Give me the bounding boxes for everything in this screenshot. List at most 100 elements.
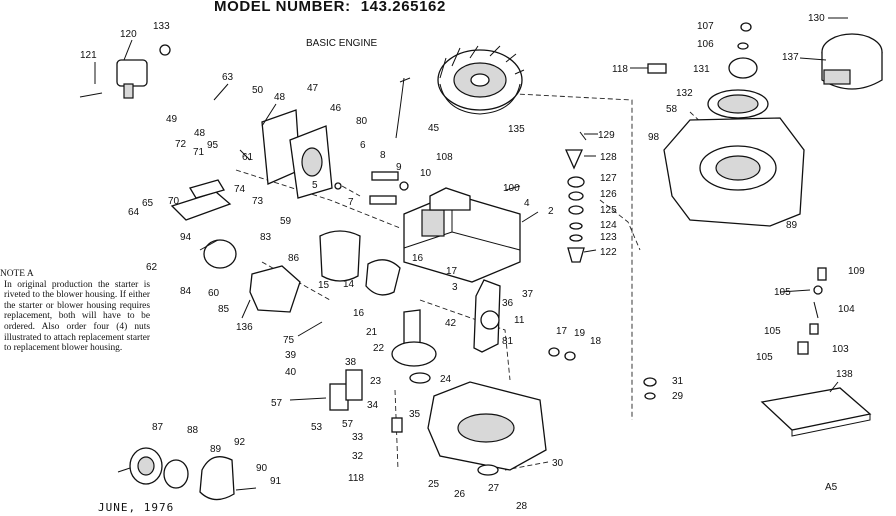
part-number-label: 72 <box>175 139 187 150</box>
leader-lines <box>94 17 848 473</box>
manual-booklet-part <box>760 387 872 437</box>
model-number-header: MODEL NUMBER: 143.265162 <box>214 0 446 15</box>
flywheel-part <box>437 45 525 115</box>
part-number-label: 64 <box>128 207 140 218</box>
part-number-label: 95 <box>207 140 219 151</box>
note-heading: NOTE A <box>0 269 34 279</box>
part-number-label: 58 <box>666 104 678 115</box>
part-number-label: 48 <box>194 128 206 139</box>
part-number-label: 9 <box>396 162 402 173</box>
part-number-label: 38 <box>345 357 357 368</box>
part-number-label: 135 <box>508 124 525 135</box>
part-number-label: 125 <box>600 205 617 216</box>
part-number-label: 61 <box>242 152 254 163</box>
part-number-label: 39 <box>285 350 297 361</box>
part-number-label: 123 <box>600 232 617 243</box>
part-number-label: 17 <box>446 266 458 277</box>
part-number-label: 130 <box>808 13 825 24</box>
part-number-label: 37 <box>522 289 534 300</box>
rewind-starter-part <box>728 22 883 90</box>
ignition-coil-part <box>79 44 171 99</box>
part-number-label: 57 <box>271 398 283 409</box>
part-number-label: 19 <box>574 328 586 339</box>
part-number-label: 80 <box>356 116 368 127</box>
part-number-label: 33 <box>352 432 364 443</box>
part-number-label: 18 <box>590 336 602 347</box>
starter-cup-part <box>647 63 769 119</box>
part-number-label: 90 <box>256 463 268 474</box>
part-number-label: 14 <box>343 279 355 290</box>
part-number-label: 118 <box>348 473 364 484</box>
note-body: In original production the starter is ri… <box>4 279 150 354</box>
part-number-label: 81 <box>502 336 514 347</box>
part-number-label: 100 <box>503 183 520 194</box>
part-number-label: 84 <box>180 286 192 297</box>
part-number-label: 94 <box>180 232 192 243</box>
part-number-label: 74 <box>234 184 246 195</box>
part-number-label: 4 <box>524 198 530 209</box>
part-number-label: 31 <box>672 376 684 387</box>
part-number-label: 138 <box>836 369 853 380</box>
part-number-label: 98 <box>648 132 660 143</box>
sump-base-part <box>427 381 547 476</box>
part-number-label: 75 <box>283 335 295 346</box>
sheet-number: A5 <box>825 482 838 493</box>
part-number-label: 133 <box>153 21 170 32</box>
part-number-label: 62 <box>146 262 158 273</box>
part-number-label: 87 <box>152 422 164 433</box>
part-number-label: 136 <box>236 322 253 333</box>
part-number-label: 89 <box>786 220 798 231</box>
part-number-label: 127 <box>600 173 617 184</box>
model-number-label: MODEL NUMBER: <box>214 0 351 15</box>
part-number-label: 132 <box>676 88 693 99</box>
part-number-label: 25 <box>428 479 440 490</box>
part-number-label: 71 <box>193 147 205 158</box>
crankshaft-piston-part <box>319 230 501 384</box>
part-number-label: 105 <box>756 352 773 363</box>
part-number-label: 22 <box>373 343 385 354</box>
part-number-label: 131 <box>693 64 710 75</box>
model-number-value: 143.265162 <box>360 0 446 15</box>
part-number-label: 6 <box>360 140 366 151</box>
breather-cover-part <box>261 109 333 199</box>
part-number-label: 11 <box>514 315 525 326</box>
part-number-label: 124 <box>600 220 617 231</box>
part-number-label: 3 <box>452 282 458 293</box>
part-number-label: 15 <box>318 280 330 291</box>
part-number-label: 120 <box>120 29 137 40</box>
part-number-label: 50 <box>252 85 264 96</box>
diagram-subtitle: BASIC ENGINE <box>306 38 378 49</box>
part-number-label: 85 <box>218 304 230 315</box>
linkage-small-parts <box>548 267 827 400</box>
part-number-label: 10 <box>420 168 432 179</box>
valve-springs-part <box>334 77 411 205</box>
part-number-label: 137 <box>782 52 799 63</box>
muffler-fuel-parts <box>564 131 587 263</box>
part-number-label: 2 <box>548 206 554 217</box>
part-number-label: 118 <box>612 64 628 75</box>
part-number-label: 17 <box>556 326 568 337</box>
part-number-label: 7 <box>348 197 354 208</box>
part-number-callouts: 120 133 121 63 50 48 47 46 49 48 95 61 7… <box>80 13 865 512</box>
part-number-label: 57 <box>342 419 354 430</box>
part-number-label: 46 <box>330 103 342 114</box>
part-number-label: 8 <box>380 150 386 161</box>
part-number-label: 107 <box>697 21 714 32</box>
part-number-label: 32 <box>352 451 364 462</box>
part-number-label: 30 <box>552 458 564 469</box>
blower-housing-part <box>663 117 805 227</box>
part-number-label: 42 <box>445 318 457 329</box>
part-number-label: 47 <box>307 83 319 94</box>
part-number-label: 27 <box>488 483 500 494</box>
part-number-label: 26 <box>454 489 466 500</box>
part-number-label: 36 <box>502 298 514 309</box>
part-number-label: 5 <box>312 180 318 191</box>
part-number-label: 16 <box>412 253 424 264</box>
part-number-label: 109 <box>848 266 865 277</box>
part-number-label: 104 <box>838 304 855 315</box>
part-number-label: 16 <box>353 308 365 319</box>
part-number-label: 59 <box>280 216 292 227</box>
part-number-label: 108 <box>436 152 453 163</box>
